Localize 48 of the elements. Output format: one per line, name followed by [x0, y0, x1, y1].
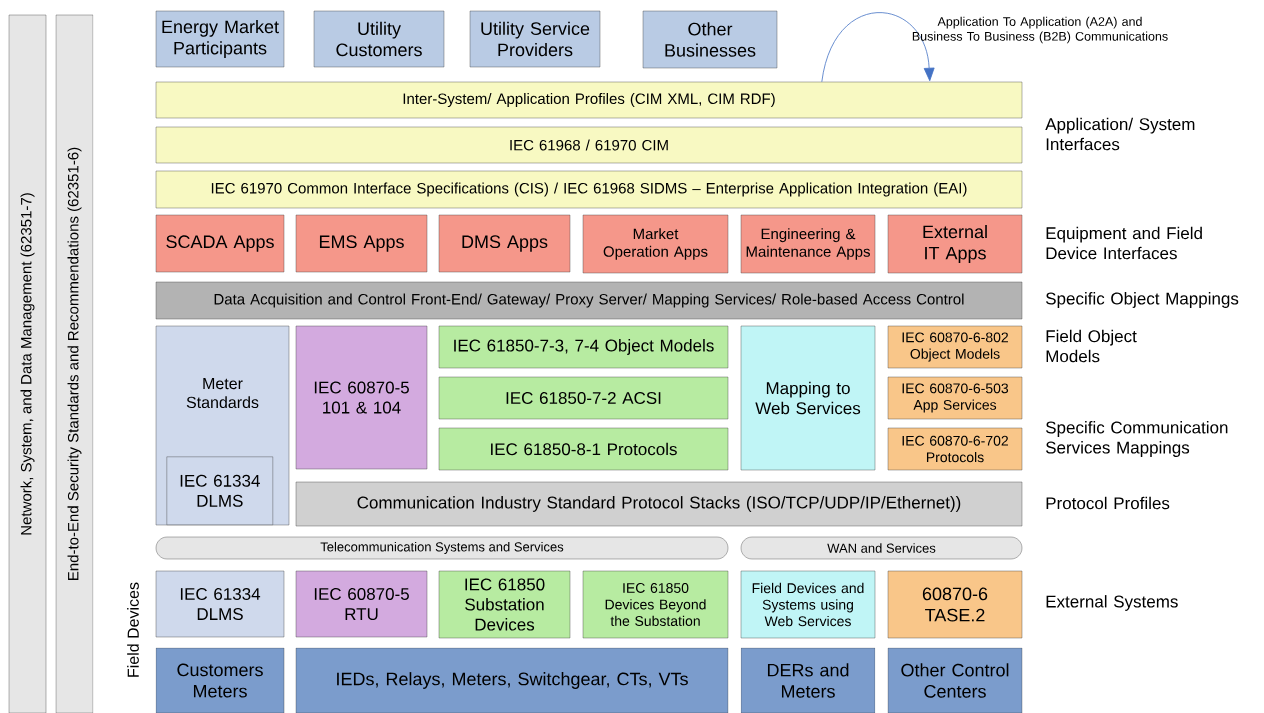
side-bar: End-to-End Security Standards and Recommendations (62351-6): [55, 14, 94, 713]
stakeholder-box: Utility Service Providers: [469, 10, 601, 68]
layer-label: Specific Object Mappings: [1046, 292, 1239, 308]
standard-box: IEC 60870-5 101 & 104: [295, 325, 428, 470]
layer-band: Data Acquisition and Control Front-End/ Gateway/ Proxy Server/ Mapping Services/ Role-based Access Control: [155, 281, 1023, 320]
layer-label: Application/ System Interfaces: [1045, 117, 1195, 151]
layer-label: External Systems: [1046, 595, 1178, 611]
stakeholder-box: Utility Customers: [313, 10, 445, 68]
standard-box: IEC 60870-6-702 Protocols: [887, 427, 1023, 471]
application-box: SCADA Apps: [155, 214, 285, 273]
layer-label: Specific Communication Services Mappings: [1046, 421, 1228, 457]
application-box: Market Operation Apps: [582, 214, 729, 274]
layer-label: Protocol Profiles: [1046, 496, 1170, 510]
stakeholder-box: Energy Market Participants: [155, 10, 285, 68]
device-box: IEDs, Relays, Meters, Switchgear, CTs, VTs: [295, 647, 729, 713]
layer-label: Field Object Models: [1046, 329, 1137, 363]
layer-label: Equipment and Field Device Interfaces: [1046, 226, 1202, 260]
application-box: External IT Apps: [887, 214, 1023, 274]
device-box: IEC 61334 DLMS: [155, 570, 285, 638]
network-pill: WAN and Services: [740, 536, 1023, 560]
standard-box: IEC 60870-6-802 Object Models: [887, 325, 1023, 369]
layer-band: Communication Industry Standard Protocol Stacks (ISO/TCP/UDP/IP/Ethernet)): [295, 481, 1023, 527]
layer-band: IEC 61968 / 61970 CIM: [155, 126, 1023, 164]
layer-band: IEC 61970 Common Interface Specifications (CIS) / IEC 61968 SIDMS – Enterprise Application Integration (EAI): [155, 170, 1023, 209]
device-box: Customers Meters: [155, 647, 285, 713]
stakeholder-box: Other Businesses: [642, 10, 778, 69]
side-label: Field Devices: [127, 582, 139, 677]
device-box: IEC 61850 Substation Devices: [438, 570, 571, 639]
standard-box: IEC 61850-7-3, 7-4 Object Models: [438, 325, 729, 369]
application-box: DMS Apps: [438, 214, 571, 273]
standard-box: Mapping to Web Services: [740, 325, 876, 471]
device-box: Other Control Centers: [887, 647, 1023, 713]
device-box: DERs and Meters: [740, 647, 876, 713]
network-pill: Telecommunication Systems and Services: [155, 536, 729, 560]
layer-band: Inter-System/ Application Profiles (CIM XML, CIM RDF): [155, 81, 1023, 119]
standard-box: IEC 60870-6-503 App Services: [887, 376, 1023, 420]
application-box: EMS Apps: [295, 214, 428, 273]
application-box: Engineering & Maintenance Apps: [740, 214, 876, 274]
edge-label: Application To Application (A2A) and Business To Business (B2B) Communications: [912, 16, 1168, 44]
device-box: Field Devices and Systems using Web Services: [740, 570, 876, 639]
device-box: IEC 61850 Devices Beyond the Substation: [582, 570, 729, 639]
device-box: 60870-6 TASE.2: [887, 570, 1023, 639]
curved-arrow: [821, 12, 935, 83]
side-bar: Network, System, and Data Management (62351-7): [8, 14, 47, 713]
standard-box: IEC 61334 DLMS: [166, 456, 273, 525]
standard-box: IEC 61850-8-1 Protocols: [438, 427, 729, 471]
standard-box: IEC 61850-7-2 ACSI: [438, 376, 729, 420]
device-box: IEC 60870-5 RTU: [295, 570, 428, 638]
